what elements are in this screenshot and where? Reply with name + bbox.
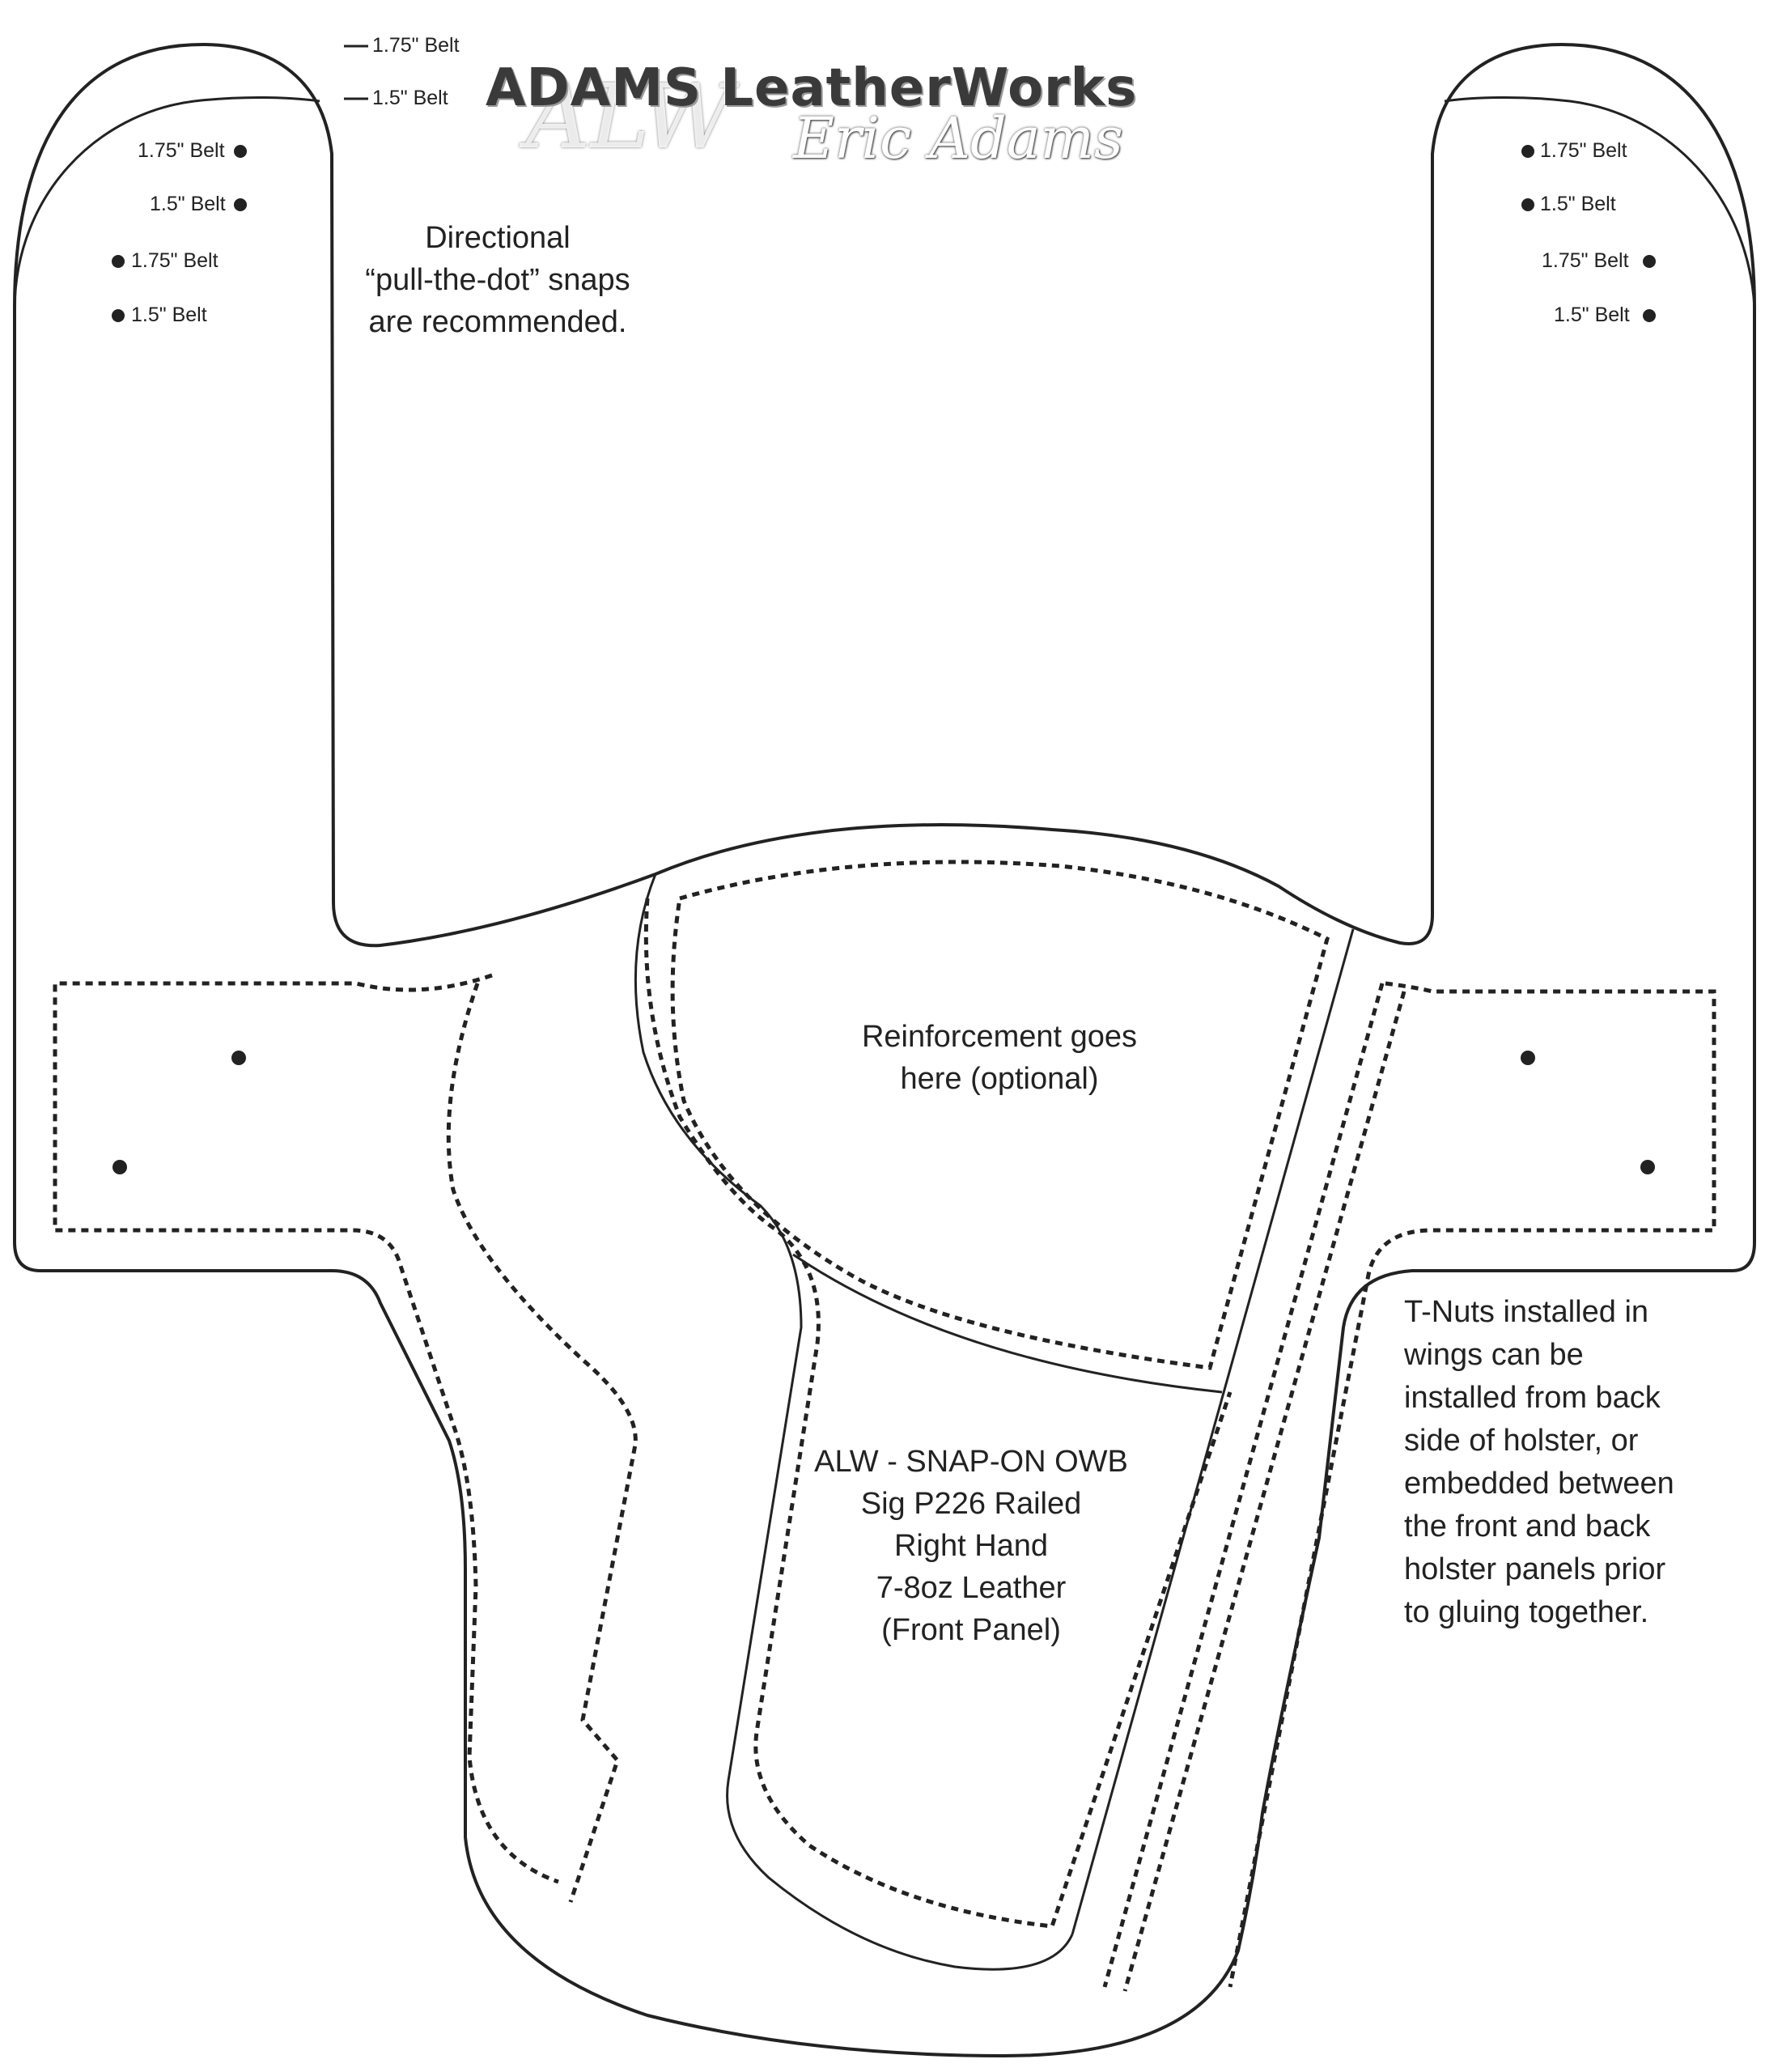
rail-stitch-2	[1122, 991, 1406, 1992]
tnut-note-line: embedded between	[1404, 1467, 1674, 1501]
panel-info-line: Sig P226 Railed	[860, 1487, 1082, 1521]
reinforcement-note-line: Reinforcement goes	[861, 1020, 1138, 1054]
right-loop-label: 1.5" Belt	[1540, 193, 1616, 215]
reinforcement-stitch	[670, 860, 1330, 1370]
right-loop-label: 1.75" Belt	[1540, 139, 1627, 162]
right-wing-dot-lower	[1640, 1160, 1655, 1174]
logo-brand: ADAMS LeatherWorks	[486, 58, 1138, 118]
tnut-note-line: wings can be	[1404, 1338, 1584, 1372]
reinforcement-note-line: here (optional)	[900, 1062, 1099, 1096]
right-loop-label: 1.5" Belt	[1554, 304, 1630, 326]
left-loop-arc	[13, 96, 320, 308]
logo-monogram: ALW	[526, 65, 733, 168]
inner-cut-line	[634, 873, 1074, 1971]
right-loop-label: 1.75" Belt	[1542, 249, 1629, 272]
panel-info: ALW - SNAP-ON OWB Sig P226 Railed Right …	[801, 1441, 1141, 1651]
rail-stitch-1	[1102, 983, 1385, 1988]
snap-note-line: Directional	[425, 221, 571, 255]
left-wing-stitch	[53, 973, 559, 1884]
reinforcement-line	[792, 1253, 1223, 1394]
rail-line-1	[1071, 928, 1355, 1935]
left-loop-label: 1.75" Belt	[131, 249, 219, 272]
left-wing-dot-upper	[231, 1051, 246, 1065]
panel-info-line: (Front Panel)	[881, 1613, 1061, 1647]
left-loop-label: 1.75" Belt	[138, 139, 225, 162]
left-holster-stitch	[446, 983, 638, 1903]
right-loop-arc	[1444, 96, 1756, 308]
tnut-note-line: T-Nuts installed in	[1404, 1295, 1649, 1329]
snap-note: Directional “pull-the-dot” snaps are rec…	[340, 217, 656, 343]
left-loop-label: 1.5" Belt	[131, 304, 207, 326]
right-loop-dot-2	[1521, 198, 1534, 211]
tnut-note: T-Nuts installed in wings can be install…	[1404, 1291, 1674, 1634]
snap-note-line: “pull-the-dot” snaps	[365, 263, 630, 297]
left-loop-dot-3	[112, 255, 125, 268]
panel-info-line: 7-8oz Leather	[876, 1571, 1067, 1605]
tnut-note-line: holster panels prior	[1404, 1552, 1666, 1586]
front-panel-stitch	[643, 898, 1233, 1929]
left-loop-dot-4	[112, 309, 125, 322]
snap-note-line: are recommended.	[368, 305, 627, 339]
tnut-note-line: to gluing together.	[1404, 1595, 1649, 1629]
panel-info-line: Right Hand	[893, 1529, 1049, 1563]
right-wing-dot-upper	[1521, 1051, 1535, 1065]
panel-info-line: ALW - SNAP-ON OWB	[814, 1445, 1128, 1479]
top-marker-label: 1.75" Belt	[372, 34, 460, 57]
right-loop-dot-1	[1521, 145, 1534, 158]
right-loop-dot-3	[1643, 255, 1656, 268]
left-loop-dot-2	[234, 198, 247, 211]
left-loop-dot-1	[234, 145, 247, 158]
right-loop-dot-4	[1643, 309, 1656, 322]
tnut-note-line: the front and back	[1404, 1509, 1651, 1543]
left-wing-dot-lower	[112, 1160, 127, 1174]
reinforcement-note: Reinforcement goes here (optional)	[809, 1016, 1190, 1100]
top-marker-label: 1.5" Belt	[372, 87, 448, 109]
left-loop-label: 1.5" Belt	[150, 193, 226, 215]
tnut-note-line: installed from back	[1404, 1381, 1661, 1415]
tnut-note-line: side of holster, or	[1404, 1424, 1639, 1458]
logo-signature: Eric Adams	[793, 105, 1123, 172]
